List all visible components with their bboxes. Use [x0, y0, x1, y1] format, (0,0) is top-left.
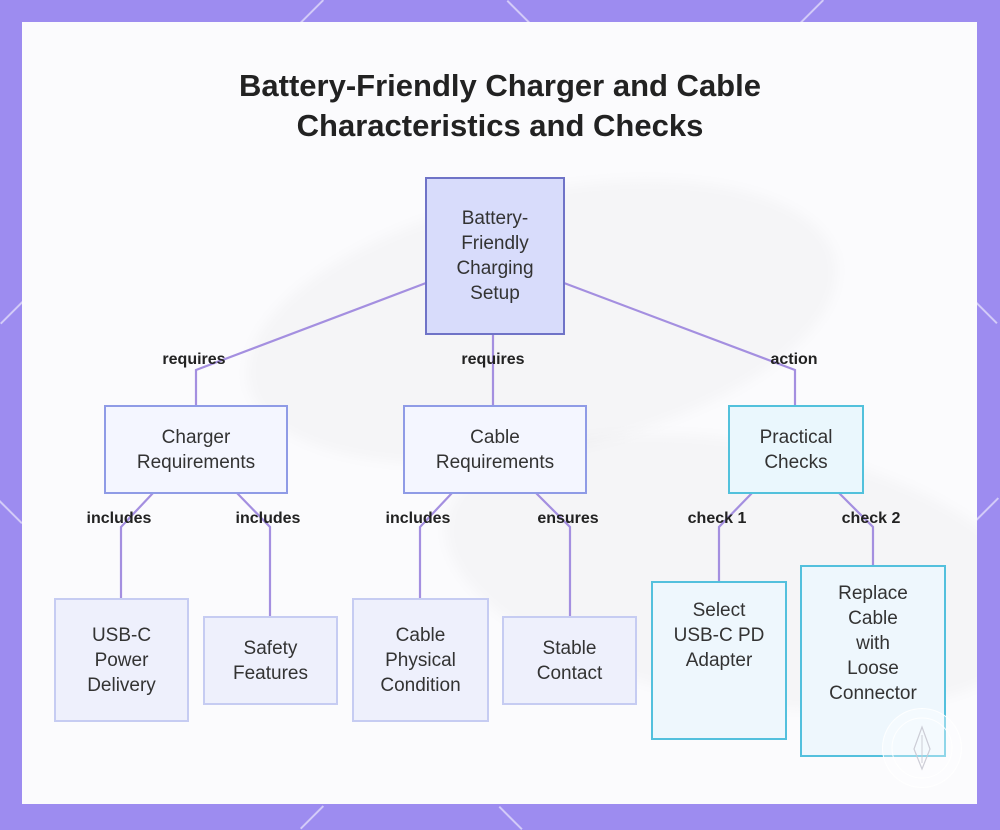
node-cable-requirements: Cable Requirements — [403, 405, 587, 494]
node-label: Charger Requirements — [136, 426, 256, 473]
pen-icon — [891, 717, 953, 779]
edge-root-checks — [563, 281, 797, 405]
node-cable-physical-condition: Cable Physical Condition — [352, 598, 489, 722]
node-practical-checks: Practical Checks — [728, 405, 864, 494]
title-line-1: Battery-Friendly Charger and Cable — [239, 68, 761, 103]
node-label: Practical Checks — [759, 426, 833, 473]
node-replace-cable: Replace Cable with Loose Connector — [800, 565, 946, 757]
node-label: Cable Physical Condition — [380, 624, 461, 696]
edge-label-root-checks: action — [770, 351, 818, 368]
seal-logo — [882, 708, 962, 788]
edge-label-root-charger: requires — [162, 351, 226, 368]
edge-charger-safety — [236, 492, 272, 616]
edge-cable-physical — [418, 492, 453, 598]
node-label: Safety Features — [233, 637, 308, 684]
edge-label-charger-usbc: includes — [86, 510, 152, 527]
edge-label-cable-stable: ensures — [537, 510, 599, 527]
node-usb-c-power-delivery: USB-C Power Delivery — [54, 598, 189, 722]
edge-label-root-cable: requires — [461, 351, 525, 368]
edge-label-cable-physical: includes — [385, 510, 451, 527]
title-line-2: Characteristics and Checks — [296, 108, 704, 143]
node-label: USB-C Power Delivery — [87, 624, 156, 696]
node-select-usb-c-pd-adapter: Select USB-C PD Adapter — [651, 581, 787, 740]
node-battery-friendly-setup: Battery- Friendly Charging Setup — [425, 177, 565, 335]
node-label: Battery- Friendly Charging Setup — [456, 208, 534, 304]
node-label: Select USB-C PD Adapter — [673, 600, 765, 671]
node-stable-contact: Stable Contact — [502, 616, 637, 705]
edge-checks-select — [717, 492, 753, 581]
edge-label-charger-safety: includes — [235, 510, 301, 527]
node-label: Cable Requirements — [435, 426, 555, 473]
node-label: Stable Contact — [536, 637, 603, 684]
edge-root-charger — [194, 281, 427, 405]
edge-charger-usbc — [119, 492, 154, 598]
edge-cable-stable — [535, 492, 572, 616]
edge-label-checks-select: check 1 — [687, 510, 747, 527]
edge-label-checks-replace: check 2 — [841, 510, 901, 527]
node-charger-requirements: Charger Requirements — [104, 405, 288, 494]
edge-checks-replace — [838, 492, 875, 565]
node-safety-features: Safety Features — [203, 616, 338, 705]
node-label: Replace Cable with Loose Connector — [829, 582, 917, 704]
diagram-title: Battery-Friendly Charger and Cable Chara… — [0, 66, 1000, 146]
